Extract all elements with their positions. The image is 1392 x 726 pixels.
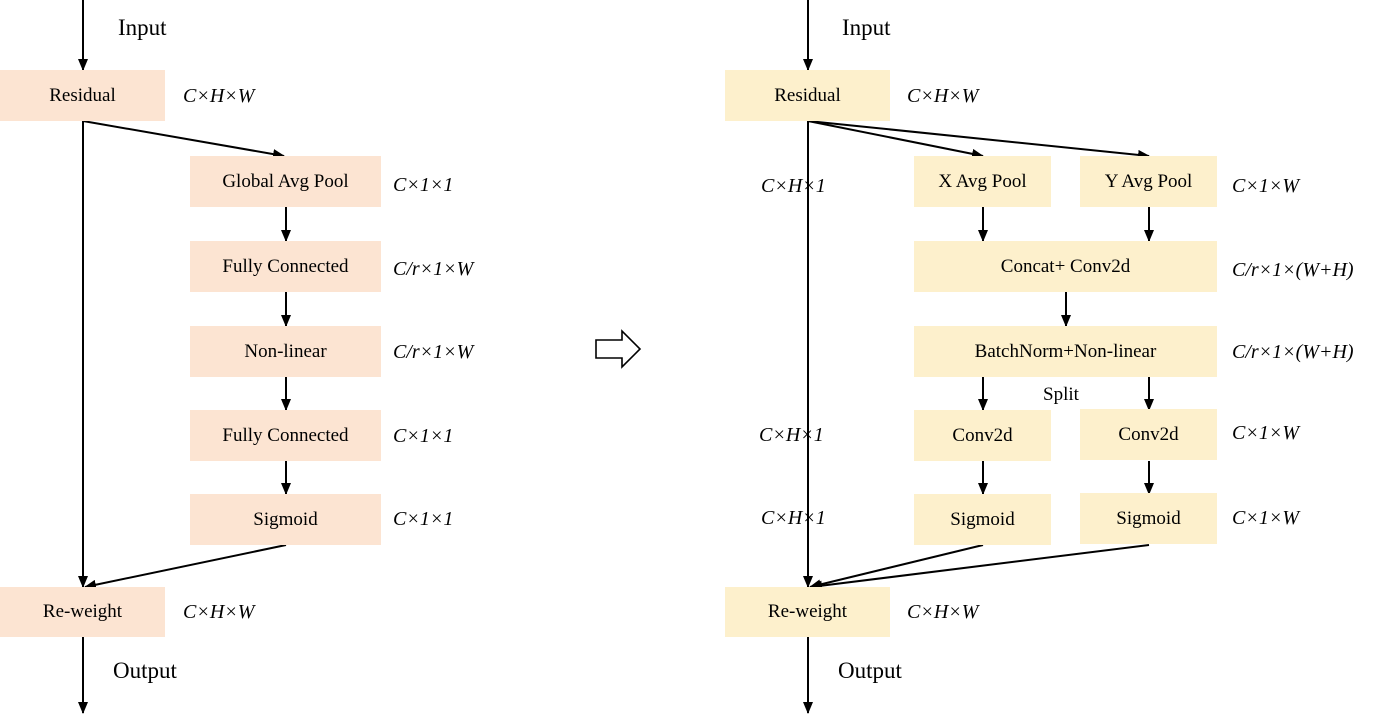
ca-x-avg-pool-dim: C×H×1 (761, 175, 826, 197)
ca-conv-right-dim: C×1×W (1232, 422, 1299, 444)
se-fc2-box: Fully Connected (190, 410, 381, 461)
ca-bn-nonlinear-box: BatchNorm+Non-linear (914, 326, 1217, 377)
se-nonlinear-box: Non-linear (190, 326, 381, 377)
ca-concat-conv-box: Concat+ Conv2d (914, 241, 1217, 292)
se-sigmoid-box: Sigmoid (190, 494, 381, 545)
transition-arrow-icon (595, 329, 642, 369)
se-reweight-dim: C×H×W (183, 601, 255, 623)
ca-concat-conv-dim: C/r×1×(W+H) (1232, 259, 1354, 281)
se-sigmoid-dim: C×1×1 (393, 508, 454, 530)
se-input-label: Input (118, 15, 167, 40)
ca-reweight-dim: C×H×W (907, 601, 979, 623)
ca-sigmoid-left-dim: C×H×1 (761, 507, 826, 529)
ca-bn-nonlinear-dim: C/r×1×(W+H) (1232, 341, 1354, 363)
se-global-avg-pool-box: Global Avg Pool (190, 156, 381, 207)
ca-residual-dim: C×H×W (907, 85, 979, 107)
ca-reweight-box: Re-weight (725, 587, 890, 637)
se-residual-dim: C×H×W (183, 85, 255, 107)
se-fc1-dim: C/r×1×W (393, 258, 474, 280)
ca-arrow-sigmoid-right-to-reweight (810, 544, 1150, 591)
ca-y-avg-pool-dim: C×1×W (1232, 175, 1299, 197)
ca-input-label: Input (842, 15, 891, 40)
ca-conv-right-box: Conv2d (1080, 409, 1217, 460)
ca-sigmoid-right-box: Sigmoid (1080, 493, 1217, 544)
se-arrow-sigmoid-to-reweight (84, 544, 287, 590)
ca-y-avg-pool-box: Y Avg Pool (1080, 156, 1217, 207)
se-arrow-residual-to-pool (82, 120, 285, 160)
ca-conv-left-dim: C×H×1 (759, 424, 824, 446)
se-residual-box: Residual (0, 70, 165, 121)
ca-split-label: Split (1043, 384, 1079, 405)
ca-arrow-residual-to-ypool (807, 120, 1150, 160)
ca-x-avg-pool-box: X Avg Pool (914, 156, 1051, 207)
ca-sigmoid-left-box: Sigmoid (914, 494, 1051, 545)
se-output-label: Output (113, 658, 177, 683)
ca-output-label: Output (838, 658, 902, 683)
ca-arrow-sigmoid-left-to-reweight (809, 544, 984, 590)
se-nonlinear-dim: C/r×1×W (393, 341, 474, 363)
se-global-avg-pool-dim: C×1×1 (393, 174, 454, 196)
ca-conv-left-box: Conv2d (914, 410, 1051, 461)
se-fc2-dim: C×1×1 (393, 425, 454, 447)
ca-sigmoid-right-dim: C×1×W (1232, 507, 1299, 529)
ca-arrow-residual-to-xpool (807, 120, 984, 159)
ca-residual-box: Residual (725, 70, 890, 121)
se-fc1-box: Fully Connected (190, 241, 381, 292)
se-reweight-box: Re-weight (0, 587, 165, 637)
